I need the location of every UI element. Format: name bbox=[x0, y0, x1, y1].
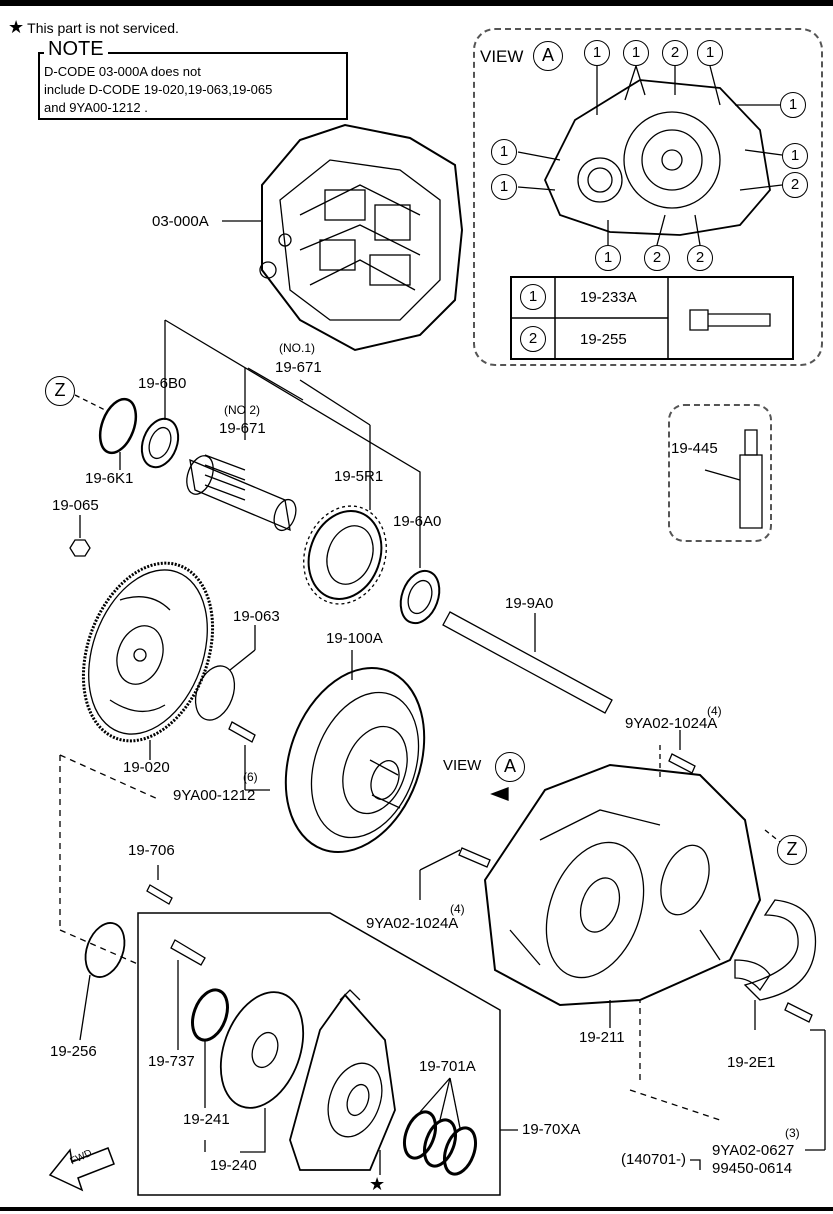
part-19-70XA: 19-70XA bbox=[522, 1121, 581, 1138]
legend-code-2: 19-255 bbox=[580, 331, 627, 348]
date-range-note: (140701-) bbox=[621, 1151, 687, 1168]
drive-plate-illustration bbox=[81, 561, 215, 743]
callout-1: 1 bbox=[697, 40, 723, 66]
callout-2: 2 bbox=[644, 245, 670, 271]
legend-code-1: 19-233A bbox=[580, 289, 637, 306]
part-19-240: 19-240 bbox=[210, 1157, 257, 1174]
view-a-letter: A bbox=[533, 41, 563, 71]
legend-mark-1: 1 bbox=[520, 284, 546, 310]
callout-1: 1 bbox=[595, 245, 621, 271]
note-line-2: include D-CODE 19-020,19-063,19-065 bbox=[44, 82, 273, 97]
qty-4-lower: (4) bbox=[450, 902, 465, 916]
part-19-5R1: 19-5R1 bbox=[334, 468, 384, 485]
part-19-211: 19-211 bbox=[579, 1029, 625, 1046]
qty-6: (6) bbox=[243, 770, 258, 784]
idler-gear-illustration bbox=[303, 505, 387, 605]
sealant-panel bbox=[668, 404, 772, 542]
part-19-9A0: 19-9A0 bbox=[505, 595, 554, 612]
note-title: NOTE bbox=[44, 38, 108, 61]
qty-no2: (NO 2) bbox=[224, 403, 260, 417]
part-19-6B0: 19-6B0 bbox=[138, 375, 187, 392]
part-9YA02-1024A-lower: 9YA02-1024A bbox=[366, 915, 459, 932]
transaxle-assembly-illustration bbox=[259, 123, 464, 352]
part-19-100A: 19-100A bbox=[326, 630, 383, 647]
callout-2: 2 bbox=[687, 245, 713, 271]
ref-z-left: Z bbox=[45, 376, 75, 406]
callout-2: 2 bbox=[662, 40, 688, 66]
view-arrow-label: VIEW bbox=[443, 757, 482, 774]
part-19-671-no1: 19-671 bbox=[275, 359, 322, 376]
qty-3: (3) bbox=[785, 1126, 800, 1140]
note-line-3: and 9YA00-1212 . bbox=[44, 100, 148, 115]
callout-2: 2 bbox=[782, 172, 808, 198]
star-icon: ★ bbox=[8, 17, 25, 37]
part-19-445: 19-445 bbox=[671, 440, 718, 457]
part-99450-0614: 99450-0614 bbox=[712, 1160, 793, 1177]
oil-pump-illustration bbox=[289, 989, 396, 1171]
legend-mark-2: 2 bbox=[520, 326, 546, 352]
ref-z-right: Z bbox=[777, 835, 807, 865]
callout-1: 1 bbox=[491, 139, 517, 165]
shaft-gear-illustration bbox=[186, 454, 297, 532]
part-19-6K1: 19-6K1 bbox=[85, 470, 134, 487]
part-19-671-no2: 19-671 bbox=[219, 420, 266, 437]
part-19-706: 19-706 bbox=[128, 842, 175, 859]
part-19-063: 19-063 bbox=[233, 608, 280, 625]
transaxle-case-illustration bbox=[483, 763, 762, 1007]
part-19-2E1: 19-2E1 bbox=[727, 1054, 776, 1071]
part-19-241: 19-241 bbox=[183, 1111, 230, 1128]
callout-1: 1 bbox=[491, 174, 517, 200]
part-9YA02-1024A-upper: 9YA02-1024A bbox=[625, 715, 718, 732]
note-box bbox=[38, 52, 348, 120]
callout-1: 1 bbox=[780, 92, 806, 118]
part-19-020: 19-020 bbox=[123, 759, 170, 776]
part-03-000A: 03-000A bbox=[152, 213, 209, 230]
callout-1: 1 bbox=[584, 40, 610, 66]
view-arrow-letter: A bbox=[495, 752, 525, 782]
bottom-border bbox=[0, 1207, 833, 1211]
part-19-065: 19-065 bbox=[52, 497, 99, 514]
note-line-1: D-CODE 03-000A does not bbox=[44, 64, 201, 79]
not-serviced-notice: ★This part is not serviced. bbox=[8, 18, 179, 36]
part-19-737: 19-737 bbox=[148, 1053, 195, 1070]
view-a-label: VIEW bbox=[480, 47, 524, 66]
callout-1: 1 bbox=[623, 40, 649, 66]
qty-no1: (NO.1) bbox=[279, 341, 315, 355]
part-19-6A0: 19-6A0 bbox=[393, 513, 442, 530]
part-19-701A: 19-701A bbox=[419, 1058, 476, 1075]
part-9YA00-1212: 9YA00-1212 bbox=[173, 787, 256, 804]
view-a-cover-illustration bbox=[544, 79, 771, 236]
top-border bbox=[0, 0, 833, 6]
view-a-panel bbox=[473, 28, 823, 366]
part-19-256: 19-256 bbox=[50, 1043, 97, 1060]
part-9YA02-0627: 9YA02-0627 bbox=[712, 1142, 795, 1159]
callout-1: 1 bbox=[782, 143, 808, 169]
torque-converter-illustration bbox=[284, 667, 426, 853]
qty-4-upper: (4) bbox=[707, 704, 722, 718]
notice-text: This part is not serviced. bbox=[27, 20, 179, 36]
not-serviced-star-icon: ★ bbox=[369, 1174, 386, 1194]
bolt-legend-table bbox=[510, 276, 794, 360]
